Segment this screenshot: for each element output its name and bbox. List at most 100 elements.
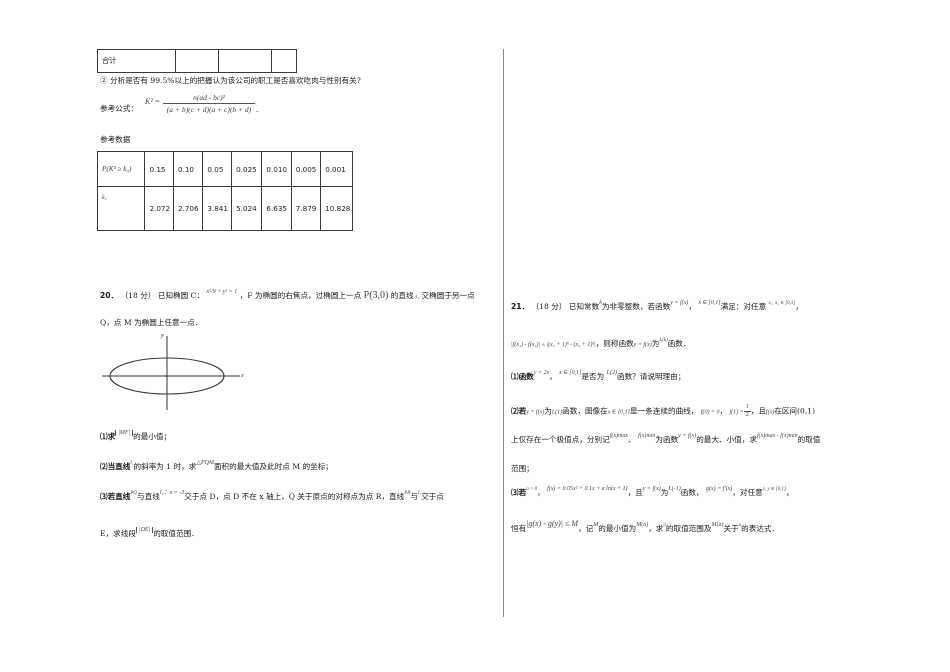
ellipse-figure: [102, 336, 240, 410]
formula-numerator: n(ad - bc)²: [163, 92, 255, 104]
text: ，则称函数: [595, 339, 634, 348]
question-19-part2: ② 分析是否有 99.5%以上的把握认为该公司的职工是否喜欢吃肉与性别有关?: [100, 76, 361, 85]
text: E，求线段: [100, 529, 136, 538]
probability-cell: 0.15: [144, 151, 174, 187]
text: 函数．: [667, 339, 691, 348]
question-number: 20．: [100, 291, 119, 300]
math-a-positive: a > 0: [526, 487, 538, 492]
text: ⑵当直线: [100, 462, 131, 471]
math-de: |DE|: [135, 527, 154, 533]
math-a: a: [663, 523, 666, 528]
text: ⑶若直线: [100, 492, 131, 501]
math-inequality: |f(x₁) - f(x₂)| ≤ |(x₁ + 1)ᵏ - (x₂ + 1)ᵏ…: [511, 342, 596, 348]
text: 为非零整数，若函数: [601, 302, 671, 311]
probability-cell: 0.005: [290, 151, 322, 187]
k-label-cell: k₀: [96, 186, 146, 231]
question-score: （18 分）: [120, 291, 156, 300]
text: 上仅存在一个极值点，分别记: [511, 435, 610, 444]
text: 的斜率为 1 时，求: [133, 462, 197, 471]
question-20-line2: Q，点 M 为椭圆上任意一点．: [100, 318, 203, 327]
text: 的最大、小值，求: [696, 435, 757, 444]
math-domain: x ∈ [0,1]: [559, 370, 582, 376]
text: 函数？请说明理由；: [617, 372, 686, 381]
question-20-part3-line2: E，求线段|DE|的取值范围．: [100, 527, 199, 540]
math-a: a: [738, 523, 742, 528]
probability-cell: 0.025: [231, 151, 263, 187]
math-anyvars: x₁, x₂ ∈ [0,1]: [768, 301, 796, 306]
math-l2: L(2): [606, 370, 617, 376]
text: 交椭圆于另一点: [421, 291, 475, 300]
text: 的取值范围及: [665, 524, 712, 533]
math-mf: |MF|: [115, 430, 134, 436]
text: 关于: [723, 524, 739, 533]
math-fx-definition: f(x) = 0.05x² + 0.1x + a ln(x + 1): [547, 486, 628, 492]
text: 的最小值为: [598, 524, 637, 533]
text: ，: [688, 302, 696, 311]
math-func: y = 2x: [533, 370, 550, 376]
question-20-part1: ⑴求|MF|的最小值；: [100, 430, 171, 443]
probability-cell: 0.010: [261, 151, 292, 187]
math-fmin: f(x)min: [638, 433, 656, 439]
math-k: k: [599, 300, 602, 306]
ellipse-curve: [109, 357, 225, 395]
text: ，且: [750, 406, 766, 416]
y-axis-label: y: [161, 333, 164, 339]
text: ，: [549, 372, 557, 381]
table-row: 合计: [97, 49, 297, 73]
math-xy-domain: x, y ∈ [0,1]: [762, 487, 786, 492]
math-fx: f(x): [765, 409, 775, 416]
text: 为: [651, 339, 660, 348]
formula-denominator: (a + b)(c + d)(a + c)(b + d): [166, 105, 252, 114]
math-l2: l₂：x = -3: [159, 490, 185, 496]
text: ，且: [627, 488, 643, 497]
math-l1: l₁: [417, 491, 422, 496]
math-l1: l₁: [130, 461, 134, 466]
text: ⑶若: [511, 488, 527, 497]
text: ，对任意: [732, 488, 763, 497]
math-m: M: [593, 522, 599, 528]
k-value-cell: 10.828: [320, 186, 353, 231]
formula-fraction: n(ad - bc)² (a + b)(c + d)(a + c)(b + d): [163, 92, 255, 115]
text: ⑵若: [511, 406, 527, 416]
text: 为函数: [655, 435, 679, 444]
text: ，求: [648, 524, 664, 533]
k-value-cell: 5.024: [231, 186, 263, 231]
text: ，: [795, 302, 803, 311]
math-lk: L(k): [659, 338, 668, 343]
ellipse-equation: x²/9 + y² = 1: [206, 289, 238, 295]
text: 已知椭圆 C：: [157, 291, 205, 300]
text: 与: [410, 492, 418, 501]
text: 、: [628, 435, 636, 444]
text: 为: [544, 406, 552, 416]
k-value-cell: 7.879: [290, 186, 322, 231]
text: ，: [537, 488, 545, 497]
question-number: 21．: [511, 302, 530, 311]
math-l-minus1: L(-1): [668, 486, 681, 492]
total-label-cell: 合计: [97, 49, 176, 73]
text: 恒有: [511, 524, 527, 533]
text: 交于点 D，点 D 不在 x 轴上，Q 关于原点的对称点为点 R，直线: [184, 492, 405, 501]
text: 交于点: [421, 492, 444, 501]
math-func: y = f(x): [642, 486, 661, 492]
math-func: y = f(x): [670, 300, 689, 306]
point-p: P(3,0): [363, 290, 389, 301]
reference-data-table: P(K² ≥ k₀) 0.15 0.10 0.05 0.025 0.010 0.…: [96, 151, 353, 231]
k-value-cell: 3.841: [202, 186, 233, 231]
table-cell: [271, 49, 297, 73]
text: ，: [785, 488, 794, 497]
math-fmax-minus-fmin: f(x)max - f(x)min: [756, 433, 798, 439]
text: 已知常数: [568, 302, 600, 311]
probability-header-cell: P(K² ≥ k₀): [96, 151, 146, 187]
question-21-line1: 21． （18 分） 已知常数k为非零整数，若函数y = f(x)， x ∈ […: [511, 300, 803, 314]
text: 在区间(0,1): [774, 406, 816, 416]
text: ，F 为椭圆的右焦点，过椭圆上一点: [239, 291, 362, 300]
column-divider: [503, 49, 504, 617]
text: 函数，: [680, 488, 704, 497]
table-cell: [174, 49, 220, 73]
question-score: （18 分）: [531, 302, 567, 311]
text: 的直线: [390, 291, 414, 300]
probability-cell: 0.10: [172, 151, 204, 187]
math-f1: f(1) =: [729, 409, 744, 416]
text: ⑴函数: [511, 372, 534, 381]
